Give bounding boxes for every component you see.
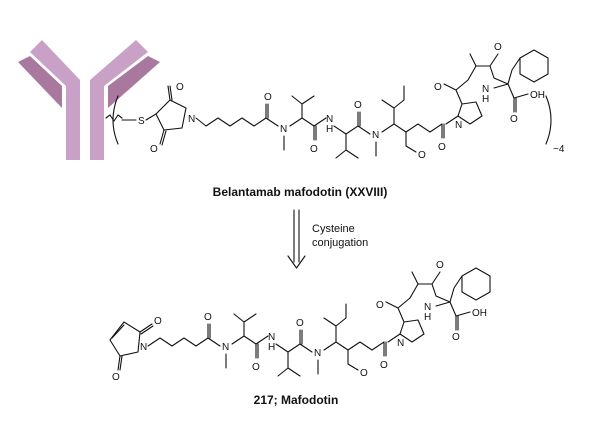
svg-text:O: O — [112, 372, 120, 383]
svg-text:OH: OH — [530, 90, 545, 101]
antibody-graphic — [18, 40, 160, 160]
reaction-arrow — [287, 209, 306, 269]
arrow-label-line-1: Cysteine — [312, 223, 355, 235]
phenyl-ring-bottom — [461, 267, 491, 301]
svg-text:O: O — [436, 260, 444, 271]
svg-text:H: H — [424, 312, 431, 323]
svg-text:N: N — [372, 130, 379, 141]
svg-text:O: O — [150, 144, 158, 155]
caproyl-linker — [195, 117, 279, 127]
sulfur-atom: S — [138, 116, 145, 127]
mafodotin-structure: O O N O N O N H O N O O N O O N — [109, 260, 491, 383]
svg-text:O: O — [434, 82, 442, 93]
svg-text:N: N — [268, 332, 275, 343]
bracket-right — [545, 95, 552, 145]
residue-4 — [445, 101, 483, 125]
svg-text:O: O — [264, 92, 272, 103]
antibody-right-arm — [90, 40, 148, 160]
svg-text:N: N — [424, 302, 431, 313]
svg-text:O: O — [310, 144, 318, 155]
maleimide-ring — [109, 321, 141, 357]
svg-text:N: N — [188, 114, 195, 125]
residue-1 — [289, 95, 327, 127]
caproyl-linker-free — [147, 337, 221, 347]
succinimide-ring — [155, 99, 187, 131]
antibody-left-light-chain — [18, 56, 62, 108]
svg-text:O: O — [252, 362, 260, 373]
svg-text:N: N — [455, 120, 462, 131]
arrow-label-line-2: conjugation — [312, 237, 368, 249]
svg-text:H: H — [326, 124, 333, 135]
svg-text:N: N — [280, 124, 287, 135]
svg-text:N: N — [222, 342, 229, 353]
svg-text:O: O — [176, 82, 184, 93]
svg-text:O: O — [204, 312, 212, 323]
bottom-caption: 217; Mafodotin — [254, 393, 339, 407]
belantamab-mafodotin-structure: S O O N O N O N H O N O O N O — [105, 42, 565, 161]
phenylalanine-residue — [493, 57, 529, 99]
residue-3 — [381, 85, 443, 133]
svg-text:OH: OH — [472, 308, 487, 319]
svg-text:O: O — [154, 316, 162, 327]
svg-text:O: O — [452, 332, 460, 343]
svg-text:H: H — [482, 94, 489, 105]
svg-text:N: N — [326, 114, 333, 125]
svg-text:O: O — [360, 368, 368, 379]
svg-text:N: N — [140, 342, 147, 353]
svg-text:O: O — [380, 360, 388, 371]
svg-text:O: O — [494, 42, 502, 53]
antibody-right-light-chain — [108, 56, 160, 108]
phenyl-ring-top — [519, 49, 549, 83]
svg-text:O: O — [296, 318, 304, 329]
svg-text:O: O — [438, 142, 446, 153]
residue-2 — [333, 125, 371, 159]
svg-text:O: O — [418, 150, 426, 161]
svg-text:O: O — [376, 300, 384, 311]
svg-text:N: N — [482, 84, 489, 95]
svg-text:N: N — [314, 348, 321, 359]
attachment-wavy-line — [105, 114, 123, 122]
svg-text:O: O — [510, 114, 518, 125]
antibody-left-arm — [30, 40, 80, 160]
svg-text:O: O — [354, 100, 362, 111]
svg-text:N: N — [397, 338, 404, 349]
drug-antibody-ratio: ~4 — [553, 144, 565, 155]
svg-text:H: H — [268, 342, 275, 353]
top-caption: Belantamab mafodotin (XXVIII) — [213, 185, 388, 199]
